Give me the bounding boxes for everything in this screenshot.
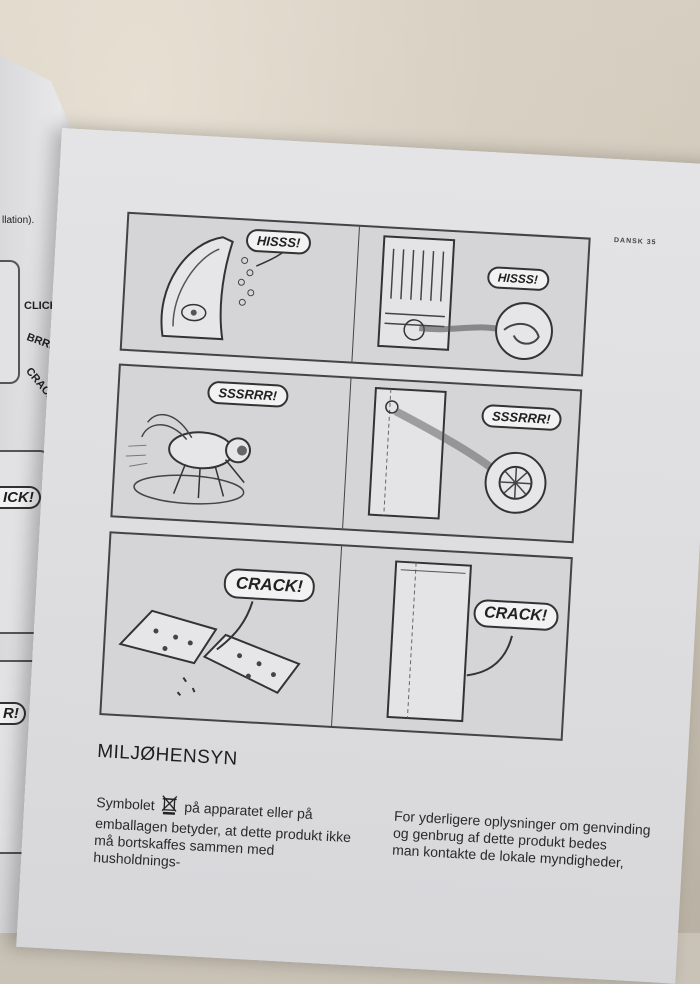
panel-iron: HISSS!: [121, 213, 360, 362]
left-bubble-ick: ICK!: [0, 486, 41, 509]
panel-row-sssrrr: SSSRRR! SSSRRR!: [110, 363, 583, 544]
panel-fridge-coil: HISSS!: [352, 227, 589, 375]
text-column-2: For yderligere oplysninger om genvinding…: [392, 808, 664, 874]
crackers-illustration: [118, 601, 301, 697]
panel-fly: SSSRRR!: [112, 365, 351, 529]
fridge-crack-illustration: [385, 560, 513, 723]
panel-row-crack: CRACK! CRACK!: [99, 531, 573, 741]
iron-illustration: [160, 236, 286, 341]
panel-fridge-fan: SSSRRR!: [343, 379, 581, 542]
crossed-out-bin-icon: [161, 795, 178, 820]
page-header: DANSK 35: [613, 236, 657, 247]
left-page-fragment: llation).: [2, 215, 35, 226]
text-column-1: Symbolet på apparatet eller på emballage…: [93, 791, 367, 881]
fridge-coil-illustration: [376, 235, 553, 360]
panel-row-hiss: HISSS! HISSS!: [119, 211, 591, 377]
panel-crackers: CRACK!: [101, 533, 342, 726]
col1-line1-b: på apparatet eller på: [183, 798, 314, 823]
bubble-sssrrr-fridge: SSSRRR!: [480, 403, 563, 432]
col1-line1-a: Symbolet: [95, 793, 156, 814]
left-page-panel: [0, 260, 20, 384]
manual-page: DANSK 35 HISSS!: [16, 128, 700, 984]
left-bubble-r: R!: [0, 702, 26, 725]
fridge-fan-illustration: [367, 386, 546, 520]
bubble-hiss-fridge: HISSS!: [486, 265, 550, 292]
bubble-crack-fridge: CRACK!: [472, 598, 559, 632]
bubble-sssrrr-fly: SSSRRR!: [206, 380, 289, 409]
bubble-crack-crackers: CRACK!: [223, 567, 316, 603]
fly-illustration: [125, 413, 251, 505]
section-title: MILJØHENSYN: [96, 740, 239, 770]
panel-fridge-crack: CRACK!: [332, 546, 571, 739]
bubble-hiss-iron: HISSS!: [245, 228, 312, 256]
